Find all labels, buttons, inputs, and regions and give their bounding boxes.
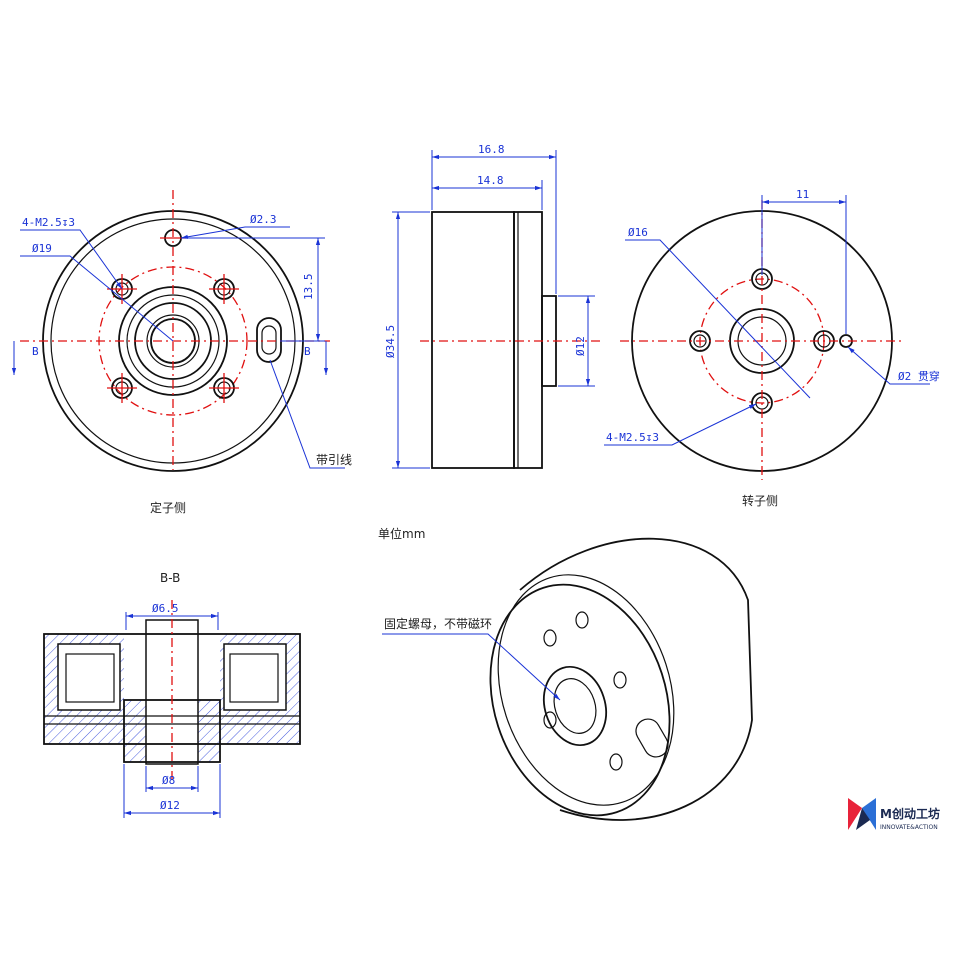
stator-view: B B 13.5 4-M2.5↧3 Ø19 Ø2.3 带引线 定子侧 bbox=[11, 190, 352, 515]
side-body bbox=[431, 211, 515, 469]
unit-note: 单位mm bbox=[378, 526, 425, 541]
section-title: B-B bbox=[160, 571, 180, 585]
iso-view: 固定螺母，不带磁环 bbox=[382, 537, 753, 821]
rotor-through-hole-dim: Ø2 贯穿 bbox=[898, 369, 940, 383]
rotor-hole-callout: 4-M2.5↧3 bbox=[606, 431, 659, 444]
iso-note: 固定螺母，不带磁环 bbox=[384, 616, 492, 631]
stator-bolt-circle-dim: Ø19 bbox=[32, 242, 52, 255]
lead-slot bbox=[256, 317, 282, 363]
stator-small-hole-dim: Ø2.3 bbox=[250, 213, 277, 226]
rotor-view: 11 Ø16 Ø2 贯穿 4-M2.5↧3 转子侧 bbox=[604, 188, 940, 508]
dim-hub-diameter: Ø12 bbox=[574, 336, 587, 356]
section-mark-left: B bbox=[32, 345, 39, 358]
dim-overall-length: 16.8 bbox=[478, 143, 505, 156]
stator-view-title: 定子侧 bbox=[150, 500, 186, 515]
side-view: 16.8 14.8 Ø34.5 Ø12 bbox=[384, 143, 600, 469]
lead-wire-label: 带引线 bbox=[316, 453, 352, 467]
rotor-view-title: 转子侧 bbox=[742, 493, 778, 508]
brand-logo: M创动工坊 INNOVATE&ACTION bbox=[848, 798, 940, 831]
stator-hole-callout: 4-M2.5↧3 bbox=[22, 216, 75, 229]
dim-body-length: 14.8 bbox=[477, 174, 504, 187]
dim-rotor-offset: 11 bbox=[796, 188, 809, 201]
iso-hub bbox=[543, 665, 607, 747]
rotor-bolt-circle-dim: Ø16 bbox=[628, 226, 648, 239]
brand-name: M创动工坊 bbox=[880, 806, 940, 821]
dim-outer: Ø12 bbox=[160, 799, 180, 812]
dim-inner: Ø8 bbox=[162, 774, 175, 787]
dim-bore: Ø6.5 bbox=[152, 602, 179, 615]
section-mark-right: B bbox=[304, 345, 311, 358]
dim-diameter: Ø34.5 bbox=[384, 325, 397, 358]
brand-sub: INNOVATE&ACTION bbox=[880, 824, 938, 831]
section-view: B-B Ø6.5 Ø8 Ø12 bbox=[43, 571, 301, 818]
iso-face bbox=[489, 583, 671, 817]
dim-offset-13-5: 13.5 bbox=[302, 274, 315, 301]
